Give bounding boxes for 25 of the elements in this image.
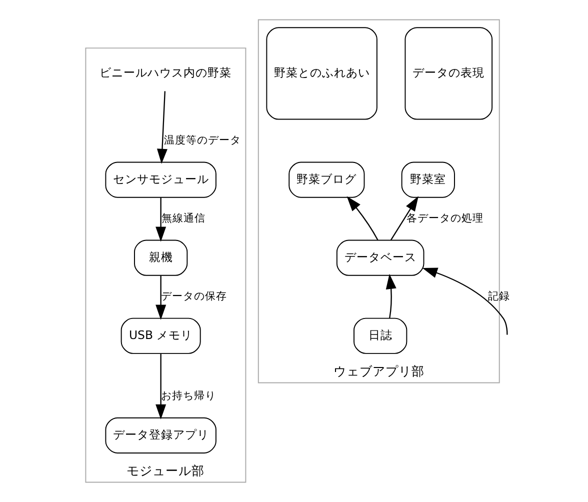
edge-label: 温度等のデータ bbox=[164, 133, 241, 146]
edge-label: 各データの処理 bbox=[406, 212, 484, 225]
node-box: 日誌 bbox=[354, 318, 408, 354]
arrow bbox=[156, 198, 166, 242]
node-box: データ登録アプリ bbox=[105, 417, 216, 454]
edge-label: 記録 bbox=[488, 290, 510, 303]
edge-label: データの保存 bbox=[161, 290, 227, 303]
node-box: センサモジュール bbox=[105, 162, 216, 198]
edge-label: 無線通信 bbox=[161, 212, 206, 225]
arrow bbox=[156, 276, 166, 320]
arrow bbox=[156, 354, 166, 420]
arrow bbox=[422, 268, 508, 335]
edge-label: お持ち帰り bbox=[161, 389, 216, 402]
node-box: データベース bbox=[336, 240, 424, 276]
node-box: データの表現 bbox=[404, 27, 493, 120]
arrow bbox=[390, 196, 418, 240]
node-box: USB メモリ bbox=[120, 318, 201, 354]
node-box: 野菜ブログ bbox=[288, 162, 365, 198]
node-text: ビニールハウス内の野菜 bbox=[100, 65, 232, 80]
node-box: 野菜室 bbox=[401, 162, 455, 198]
arrow bbox=[346, 196, 378, 240]
arrow bbox=[156, 91, 168, 164]
node-box: 親機 bbox=[134, 240, 188, 276]
arrow bbox=[386, 274, 396, 318]
node-box: 野菜とのふれあい bbox=[266, 27, 378, 120]
